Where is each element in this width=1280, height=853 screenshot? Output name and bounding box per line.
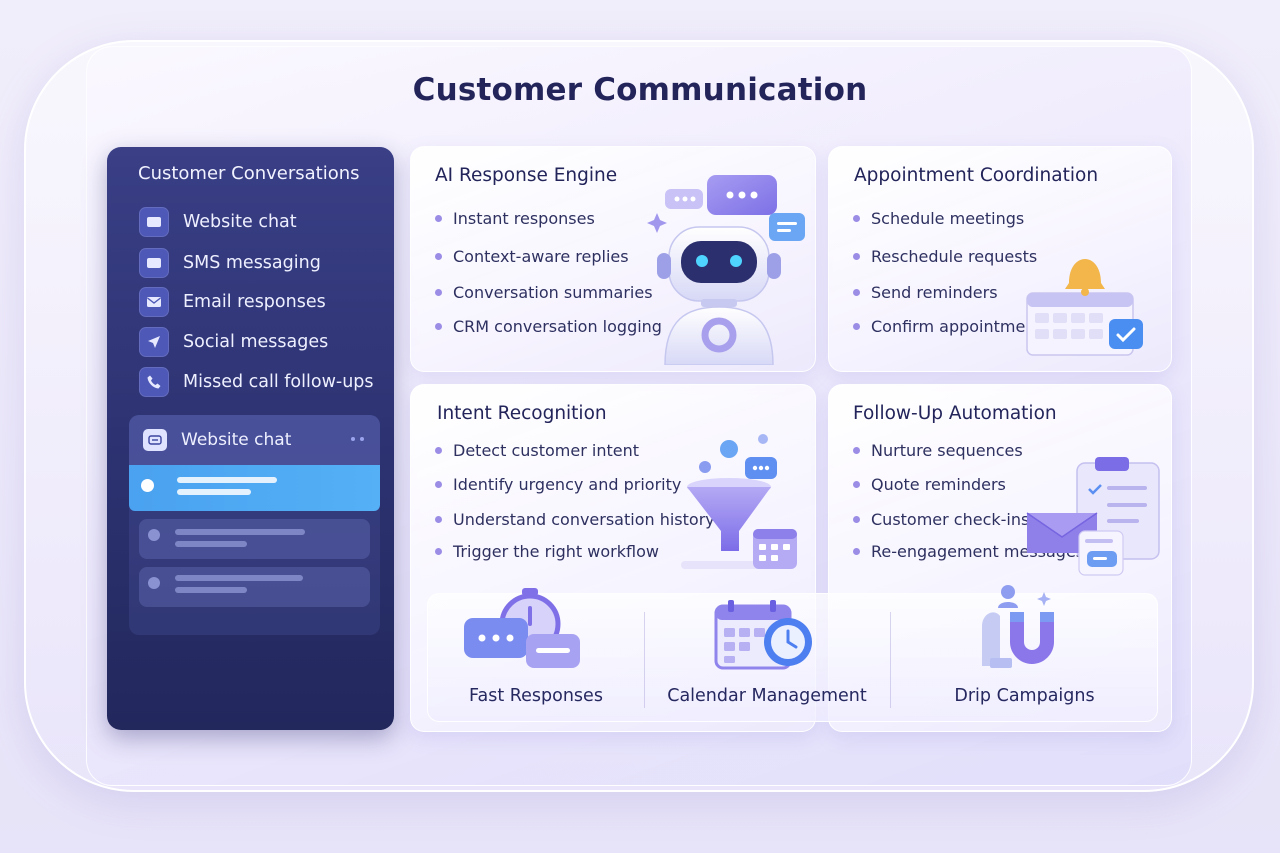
send-arrow-icon xyxy=(139,327,169,357)
page-title: Customer Communication xyxy=(412,72,868,108)
sidebar-title: Customer Conversations xyxy=(138,163,360,184)
list-item: Quote reminders xyxy=(853,475,1006,494)
channel-label: Social messages xyxy=(183,332,329,352)
chat-row[interactable] xyxy=(139,567,370,607)
list-item: Detect customer intent xyxy=(435,441,639,460)
channel-sms-messaging[interactable]: SMS messaging xyxy=(139,248,384,278)
card-title: AI Response Engine xyxy=(435,165,618,186)
robot-icon xyxy=(647,175,805,365)
list-item: Context-aware replies xyxy=(435,247,629,266)
channel-missed-call-followups[interactable]: Missed call follow-ups xyxy=(139,367,384,397)
list-item: Understand conversation history xyxy=(435,510,715,529)
calendar-bell-icon xyxy=(1026,259,1143,356)
list-item: Schedule meetings xyxy=(853,209,1024,228)
list-item: Identify urgency and priority xyxy=(435,475,681,494)
feature-fast-responses: Fast Responses xyxy=(428,588,644,723)
channel-label: SMS messaging xyxy=(183,253,321,273)
channel-label: Email responses xyxy=(183,292,326,312)
list-item: CRM conversation logging xyxy=(435,317,662,336)
channel-label: Website chat xyxy=(183,212,297,232)
chat-bubble-icon xyxy=(139,207,169,237)
divider xyxy=(644,612,645,708)
chat-panel-header[interactable]: Website chat xyxy=(129,415,380,465)
channel-email-responses[interactable]: Email responses xyxy=(139,287,384,317)
calendar-clock-icon xyxy=(714,600,812,670)
list-item: Trigger the right workflow xyxy=(435,542,659,561)
feature-calendar-management: Calendar Management xyxy=(644,594,890,723)
magnet-icon xyxy=(982,585,1054,668)
phone-icon xyxy=(139,367,169,397)
status-dot xyxy=(141,479,154,492)
channel-website-chat[interactable]: Website chat xyxy=(139,207,384,237)
clipboard-envelope-icon xyxy=(1026,457,1160,576)
chat-preview-panel: Website chat xyxy=(129,415,380,635)
feature-strip: Fast Responses Calendar Management Drip … xyxy=(427,585,1159,723)
stopwatch-chat-icon xyxy=(464,588,580,668)
list-item: Confirm appointments xyxy=(853,317,1050,336)
sms-icon xyxy=(139,248,169,278)
feature-drip-campaigns: Drip Campaigns xyxy=(890,585,1159,723)
channel-social-messages[interactable]: Social messages xyxy=(139,327,384,357)
more-options-icon[interactable] xyxy=(351,437,364,441)
feature-label: Fast Responses xyxy=(469,686,603,706)
status-dot xyxy=(148,577,160,589)
list-item: Reschedule requests xyxy=(853,247,1037,266)
envelope-icon xyxy=(139,287,169,317)
chat-row-selected[interactable] xyxy=(129,465,380,511)
chat-bubble-icon xyxy=(143,429,167,451)
list-item: Send reminders xyxy=(853,283,998,302)
feature-label: Calendar Management xyxy=(667,686,867,706)
chat-panel-title: Website chat xyxy=(181,430,292,450)
list-item: Customer check-ins xyxy=(853,510,1029,529)
feature-label: Drip Campaigns xyxy=(954,686,1095,706)
customer-conversations-sidebar: Customer Conversations Website chat SMS … xyxy=(107,147,394,730)
card-title: Intent Recognition xyxy=(437,403,607,424)
chat-row[interactable] xyxy=(139,519,370,559)
card-title: Appointment Coordination xyxy=(854,165,1099,186)
list-item: Nurture sequences xyxy=(853,441,1023,460)
list-item: Instant responses xyxy=(435,209,595,228)
funnel-icon xyxy=(681,434,797,569)
ai-response-engine-card: AI Response Engine Instant responses Con… xyxy=(410,146,816,372)
appointment-coordination-card: Appointment Coordination Schedule meetin… xyxy=(828,146,1172,372)
status-dot xyxy=(148,529,160,541)
channel-label: Missed call follow-ups xyxy=(183,372,374,392)
divider xyxy=(890,612,891,708)
list-item: Conversation summaries xyxy=(435,283,653,302)
card-title: Follow-Up Automation xyxy=(853,403,1057,424)
